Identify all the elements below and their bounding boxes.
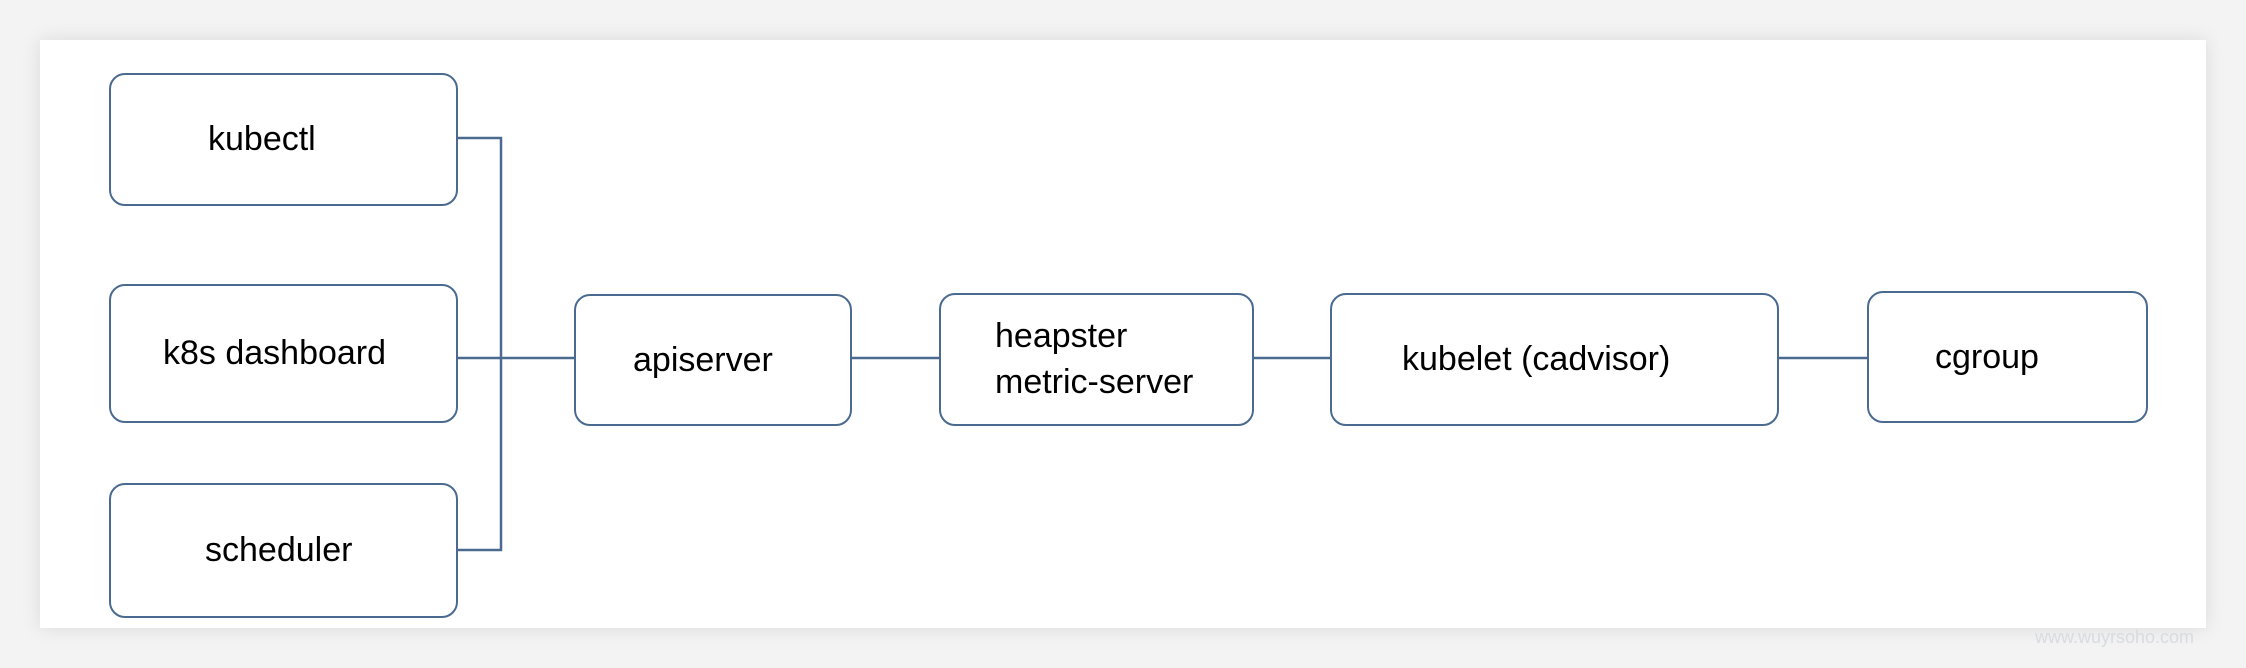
edge-kubectl [458,136,503,358]
kubectl-label: kubectl [208,120,316,159]
edge-scheduler [458,358,503,552]
kubelet-cadvisor-label: kubelet (cadvisor) [1402,340,1671,379]
kubectl-node: kubectl [109,73,458,206]
apiserver-label: apiserver [633,340,773,379]
heapster-label: heapster [995,316,1128,355]
scheduler-node: scheduler [109,483,458,618]
apiserver-node: apiserver [574,294,852,426]
cgroup-label: cgroup [1935,337,2039,376]
heapster-metric-server-label: heapster metric-server [995,314,1193,406]
watermark: www.wuyrsoho.com [2034,627,2194,647]
cgroup-node: cgroup [1867,291,2148,423]
heapster-metric-server-node: heapster metric-server [939,293,1254,426]
scheduler-label: scheduler [205,531,353,570]
kubelet-cadvisor-node: kubelet (cadvisor) [1330,293,1779,426]
metric-server-label: metric-server [995,362,1194,401]
k8s-dashboard-label: k8s dashboard [163,334,387,373]
k8s-dashboard-node: k8s dashboard [109,284,458,423]
